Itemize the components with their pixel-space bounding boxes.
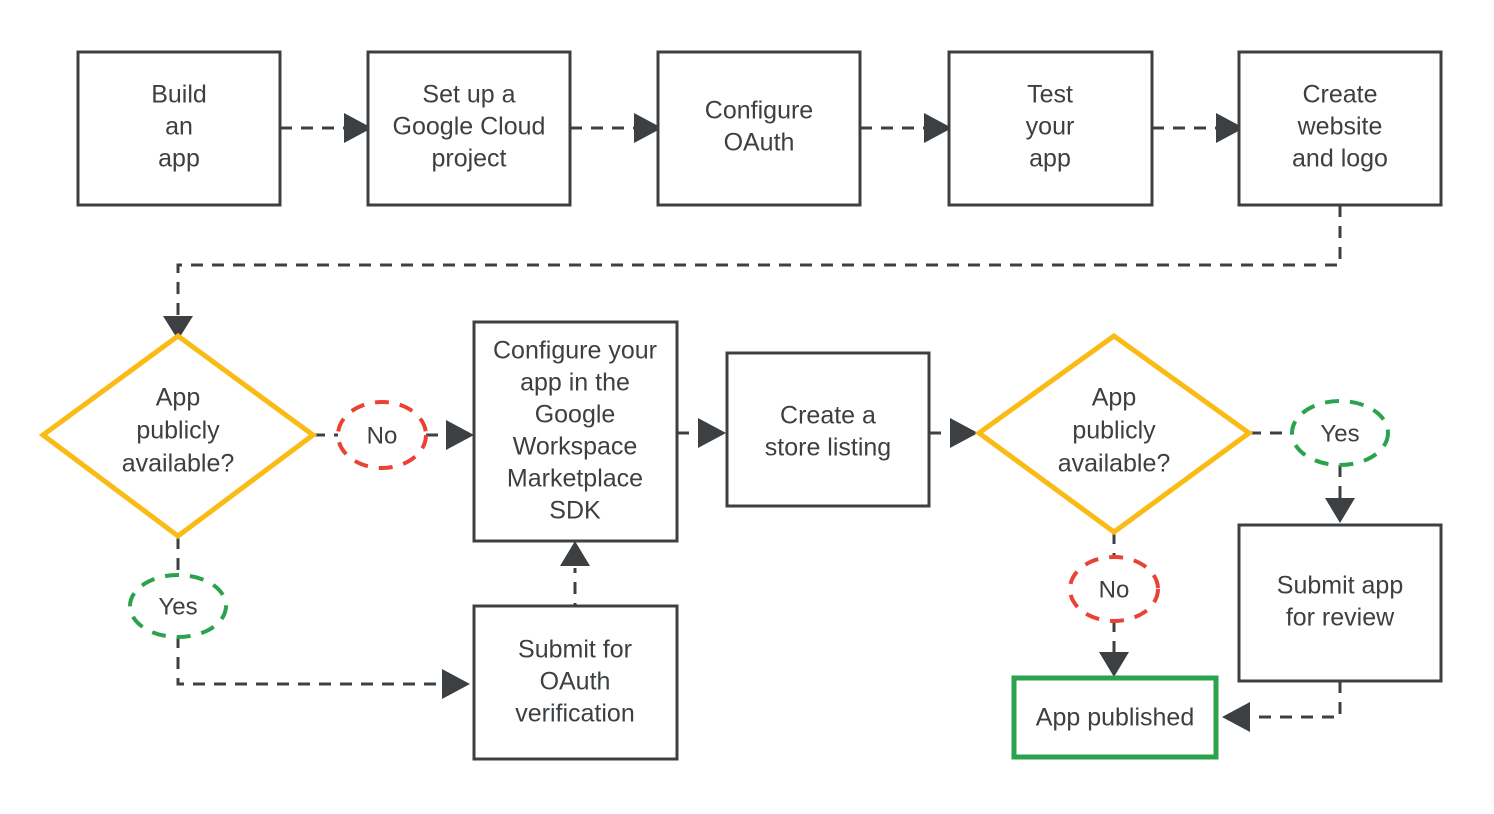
edge-review-to-app-published xyxy=(1222,681,1342,732)
node-create-website-line-2: and logo xyxy=(1292,145,1388,173)
decision-right-line-2: available? xyxy=(1058,450,1171,478)
edge-label-right-no-text: No xyxy=(1099,576,1130,603)
edge-create-website-to-decision-left xyxy=(163,205,1342,340)
node-configure-sdk[interactable]: Configure your app in the Google Workspa… xyxy=(472,320,679,543)
edge-setup-to-oauth xyxy=(570,113,662,143)
node-configure-oauth[interactable]: Configure OAuth xyxy=(656,50,862,207)
decision-left-line-0: App xyxy=(156,384,200,412)
node-app-published[interactable]: App published xyxy=(1011,675,1219,760)
node-build-an-app[interactable]: Build an app xyxy=(76,50,282,207)
decision-left-line-2: available? xyxy=(122,450,235,478)
review-line-0: Submit app xyxy=(1277,572,1403,600)
sdk-line-2: Google xyxy=(535,401,616,429)
edge-test-to-create-website xyxy=(1152,113,1244,143)
edge-label-right-yes-text: Yes xyxy=(1320,420,1359,447)
decision-right-line-1: publicly xyxy=(1072,417,1156,445)
sdk-line-5: SDK xyxy=(549,497,601,525)
node-set-up-project-line-1: Google Cloud xyxy=(393,113,546,141)
node-test-your-app-line-0: Test xyxy=(1027,81,1073,109)
oauth-verif-line-1: OAuth xyxy=(540,668,611,696)
edge-label-left-no-text: No xyxy=(367,422,398,449)
node-submit-oauth-verification[interactable]: Submit for OAuth verification xyxy=(472,604,679,761)
node-configure-oauth-line-0: Configure xyxy=(705,97,813,125)
edge-label-right-yes: Yes xyxy=(1290,399,1390,467)
edge-label-right-no: No xyxy=(1068,555,1160,623)
edge-decision-right-no xyxy=(1099,532,1129,677)
node-submit-app-for-review[interactable]: Submit app for review xyxy=(1237,523,1443,683)
node-create-website-line-0: Create xyxy=(1302,81,1377,109)
node-create-website-line-1: website xyxy=(1297,113,1383,141)
node-create-website-and-logo[interactable]: Create website and logo xyxy=(1237,50,1443,207)
edge-decision-right-yes xyxy=(1249,431,1355,523)
oauth-verif-line-2: verification xyxy=(515,700,635,728)
store-listing-line-0: Create a xyxy=(780,402,876,430)
oauth-verif-line-0: Submit for xyxy=(518,636,632,664)
sdk-line-4: Marketplace xyxy=(507,465,643,493)
node-test-your-app-line-1: your xyxy=(1026,113,1075,141)
edge-decision-left-yes xyxy=(176,537,470,699)
node-set-up-project[interactable]: Set up a Google Cloud project xyxy=(366,50,572,207)
node-decision-public-left[interactable]: App publicly available? xyxy=(38,332,318,540)
node-set-up-project-line-0: Set up a xyxy=(422,81,515,109)
app-published-line-0: App published xyxy=(1036,704,1194,732)
node-build-an-app-line-0: Build xyxy=(151,81,207,109)
review-line-1: for review xyxy=(1286,604,1395,632)
sdk-line-1: app in the xyxy=(520,369,630,397)
edge-oauth-verification-to-sdk xyxy=(560,541,590,615)
store-listing-line-1: store listing xyxy=(765,434,891,462)
edge-build-to-setup xyxy=(280,113,372,143)
sdk-line-0: Configure your xyxy=(493,337,657,365)
node-build-an-app-line-2: app xyxy=(158,145,200,173)
edge-label-left-yes: Yes xyxy=(128,573,228,639)
sdk-line-3: Workspace xyxy=(513,433,638,461)
edge-label-left-no: No xyxy=(336,400,428,470)
node-build-an-app-line-1: an xyxy=(165,113,193,141)
node-test-your-app-line-2: app xyxy=(1029,145,1071,173)
decision-left-line-1: publicly xyxy=(136,417,220,445)
node-configure-oauth-line-1: OAuth xyxy=(724,129,795,157)
edge-label-left-yes-text: Yes xyxy=(158,593,197,620)
node-test-your-app[interactable]: Test your app xyxy=(947,50,1154,207)
edge-sdk-to-store-listing xyxy=(677,418,726,448)
decision-right-line-0: App xyxy=(1092,384,1136,412)
edge-oauth-to-test xyxy=(860,113,952,143)
node-create-store-listing[interactable]: Create a store listing xyxy=(725,351,931,508)
node-decision-public-right[interactable]: App publicly available? xyxy=(974,332,1254,536)
edge-store-listing-to-decision-right xyxy=(929,418,978,448)
node-set-up-project-line-2: project xyxy=(431,145,506,173)
